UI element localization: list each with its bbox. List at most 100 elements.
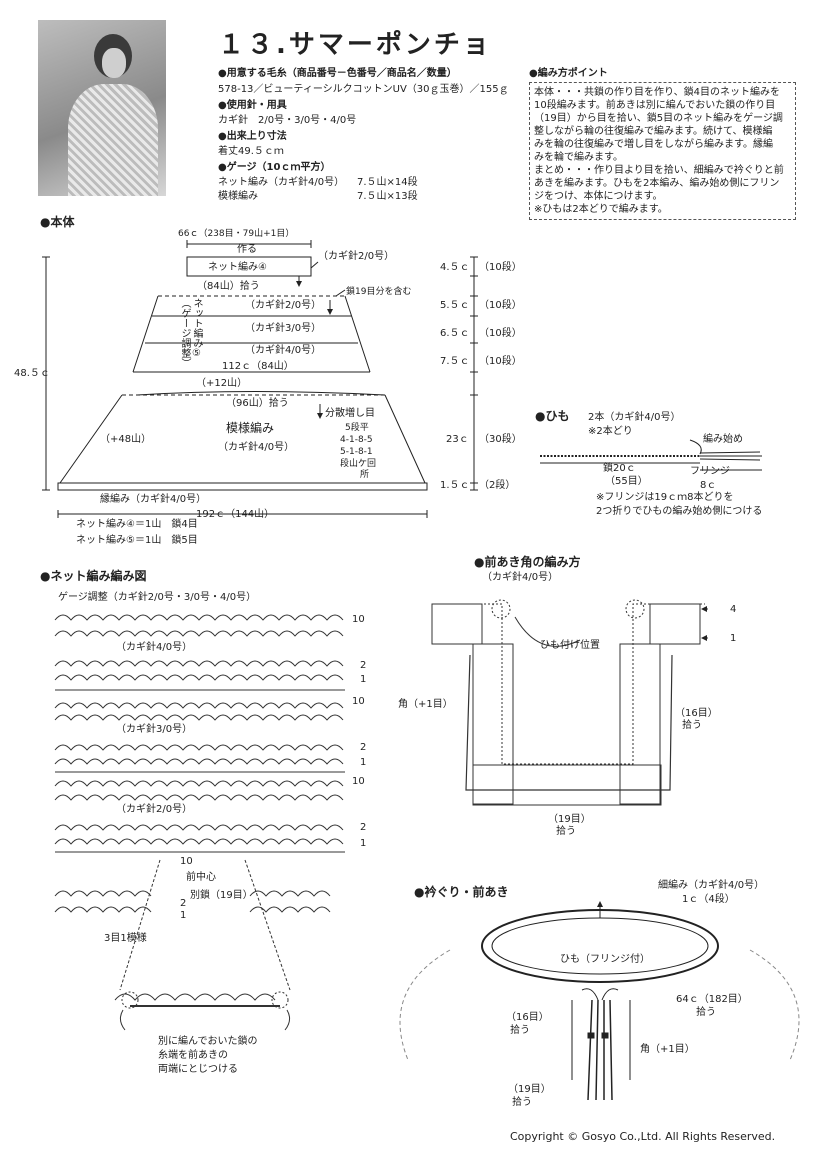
row-label: 2 bbox=[360, 822, 367, 833]
gauge-net-label: ネット編み（カギ針4/0号） bbox=[218, 177, 345, 188]
front-corner-needle: （カギ針4/0号） bbox=[482, 572, 559, 583]
cord-note-1: ※フリンジは19ｃｍ8本どりを bbox=[596, 492, 734, 503]
page-title: １３.サマーポンチョ bbox=[218, 30, 492, 60]
cord-double: ※2本どり bbox=[588, 426, 633, 437]
corner-pick16: （16目） bbox=[675, 708, 718, 719]
neckline-pick64: 64ｃ（182目） bbox=[676, 994, 748, 1005]
points-line: みを輪の往復編みで増し目をしながら編みます。縁編 bbox=[534, 139, 773, 150]
body-note-1: ネット編み④＝1山 鎖4目 bbox=[76, 519, 198, 530]
neckline-pick64b: 拾う bbox=[696, 1007, 716, 1018]
mid-width: 112ｃ（84山） bbox=[222, 361, 294, 372]
body-diagram-lines bbox=[42, 240, 478, 518]
increase-line: 4-1-8-5 bbox=[340, 435, 373, 445]
net-chart bbox=[54, 614, 345, 1031]
cord-fringe: フリンジ bbox=[690, 466, 730, 477]
sec2-height: 6.５ｃ bbox=[440, 328, 470, 339]
sec2-rows: （10段） bbox=[479, 328, 522, 339]
corner-plus1: 角（+1目） bbox=[398, 699, 453, 710]
pattern-height: 23ｃ bbox=[446, 434, 469, 445]
pattern-needle: （カギ針4/0号） bbox=[218, 442, 295, 453]
cord-fringe-len: 8ｃ bbox=[700, 480, 717, 491]
separate-chain: 別鎖（19目） bbox=[190, 890, 253, 901]
neckline-diagram bbox=[399, 901, 800, 1101]
mini-row-10: 10 bbox=[180, 856, 193, 867]
total-height: 48.５ｃ bbox=[14, 368, 50, 379]
net-needle-2: （カギ針2/0号） bbox=[116, 804, 193, 815]
neckline-pick19b: 拾う bbox=[512, 1097, 532, 1108]
edge-height: 1.５ｃ bbox=[440, 480, 470, 491]
join-note: 糸端を前あきの bbox=[158, 1050, 228, 1061]
cast-on: 作る bbox=[237, 244, 257, 255]
row-label: 1 bbox=[360, 838, 367, 849]
neckline-sc: 細編み（カギ針4/0号） bbox=[658, 880, 765, 891]
net-needle-4: （カギ針4/0号） bbox=[116, 642, 193, 653]
points-box: 本体・・・共鎖の作り目を作り、鎖4目のネット編みを 10段編みます。前あきは別に… bbox=[529, 82, 796, 220]
cord-diagram bbox=[540, 439, 762, 471]
mini-row-2: 2 bbox=[180, 898, 187, 909]
row-label: 10 bbox=[352, 696, 365, 707]
points-line: （19目）から目を拾い、鎖5目のネット編みをゲージ調 bbox=[534, 113, 783, 124]
cord-heading: ●ひも bbox=[535, 409, 570, 423]
band-rows: （10段） bbox=[479, 262, 522, 273]
join-note: 両端にとじつける bbox=[158, 1064, 238, 1075]
top-band: ネット編み④ bbox=[208, 262, 267, 273]
corner-row-1: 1 bbox=[730, 633, 737, 644]
neckline-corner: 角（+1目） bbox=[640, 1044, 695, 1055]
net-chart-gauge: ゲージ調整（カギ針2/0号・3/0号・4/0号） bbox=[58, 592, 257, 603]
cord-start: 編み始め bbox=[703, 434, 743, 445]
size-heading: ●出来上り寸法 bbox=[218, 131, 287, 142]
net-needle-3: （カギ針3/0号） bbox=[116, 724, 193, 735]
cord-chain-count: （55目） bbox=[605, 476, 648, 487]
pattern-label: 模様編み bbox=[226, 421, 275, 435]
pattern-rows: （30段） bbox=[479, 434, 522, 445]
yarn-line: 578-13／ビューティーシルクコットンUV（30ｇ玉巻）／155ｇ bbox=[218, 84, 509, 95]
sec3-needle: （カギ針4/0号） bbox=[245, 345, 322, 356]
corner-row-4: 4 bbox=[730, 604, 737, 615]
row-label: 10 bbox=[352, 614, 365, 625]
points-line: ジをつけ、本体につけます。 bbox=[534, 191, 663, 202]
size-line: 着丈49.５ｃｍ bbox=[218, 146, 284, 157]
row-label: 2 bbox=[360, 742, 367, 753]
increase-line: 所 bbox=[360, 470, 370, 480]
neckline-pick16b: 拾う bbox=[510, 1025, 530, 1036]
model-photo bbox=[38, 20, 166, 196]
corner-pick19b: 拾う bbox=[556, 826, 576, 837]
yarn-heading: ●用意する毛糸（商品番号－色番号／商品名／数量） bbox=[218, 68, 457, 79]
points-line: みを輪で編みます。 bbox=[534, 152, 623, 163]
cord-count: 2本（カギ針4/0号） bbox=[588, 412, 681, 423]
points-line: あきを編みます。ひもを2本編み、編み始め側にフリン bbox=[534, 178, 780, 189]
sec3-height: 7.５ｃ bbox=[440, 356, 470, 367]
increase-line: 5段平 bbox=[345, 423, 369, 433]
body-note-2: ネット編み⑤＝1山 鎖5目 bbox=[76, 535, 198, 546]
neckline-sc-size: 1ｃ（4段） bbox=[682, 894, 735, 905]
body-heading: ●本体 bbox=[40, 215, 75, 229]
neckline-pick19: （19目） bbox=[508, 1084, 551, 1095]
sec1-height: 5.５ｃ bbox=[440, 300, 470, 311]
gauge-heading: ●ゲージ（10ｃｍ平方） bbox=[218, 162, 331, 173]
mini-row-1: 1 bbox=[180, 910, 187, 921]
repeat-label: 3目1模様 bbox=[104, 933, 147, 944]
increase-line: 段山ケ回 bbox=[340, 459, 377, 469]
top-width: 66ｃ（238目・79山+1目） bbox=[178, 229, 295, 239]
points-heading: ●編み方ポイント bbox=[529, 68, 608, 79]
net-chart-heading: ●ネット編み編み図 bbox=[40, 569, 147, 583]
needle-line: カギ針 2/0号・3/0号・4/0号 bbox=[218, 115, 357, 126]
copyright: Copyright © Gosyo Co.,Ltd. All Rights Re… bbox=[510, 1130, 776, 1143]
needle-20: （カギ針2/0号） bbox=[318, 251, 395, 262]
corner-pick16b: 拾う bbox=[682, 720, 702, 731]
gauge-pattern-label: 模様編み bbox=[218, 191, 258, 202]
increase-line: 5-1-8-1 bbox=[340, 447, 373, 457]
band-height: 4.５ｃ bbox=[440, 262, 470, 273]
corner-pick19: （19目） bbox=[548, 814, 591, 825]
sec3-rows: （10段） bbox=[479, 356, 522, 367]
neckline-pick16: （16目） bbox=[506, 1012, 549, 1023]
front-center: 前中心 bbox=[186, 872, 216, 883]
points-line: ※ひもは2本どりで編みます。 bbox=[534, 204, 668, 215]
plus-12: （+12山） bbox=[196, 378, 248, 389]
side-label: ネット編み⑤（ゲージ調整） bbox=[179, 298, 202, 368]
row-label: 2 bbox=[360, 660, 367, 671]
front-corner-heading: ●前あき角の編み方 bbox=[474, 555, 581, 569]
sec2-needle: （カギ針3/0号） bbox=[245, 323, 322, 334]
sec1-rows: （10段） bbox=[479, 300, 522, 311]
